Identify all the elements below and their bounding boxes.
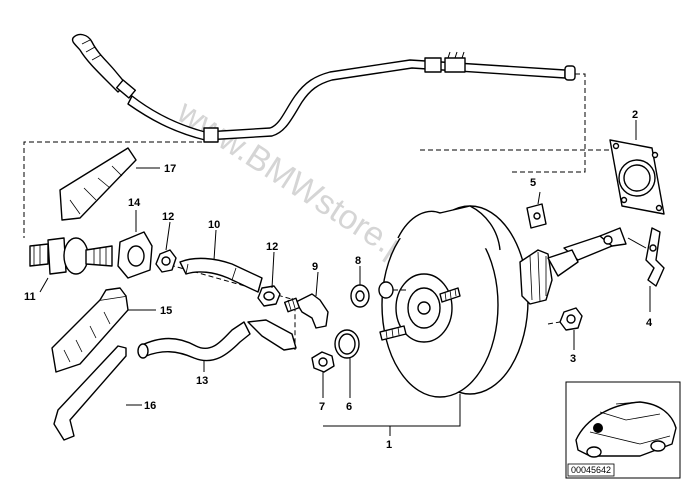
check-valve-part-11: [29, 237, 113, 275]
callout-16: 16: [144, 400, 156, 412]
strap-part-16: [53, 345, 127, 441]
clamp-part-12a: [155, 249, 177, 273]
vacuum-pipe-assembly: [71, 33, 576, 143]
callout-7: 7: [319, 401, 325, 413]
callout-10: 10: [208, 219, 220, 231]
callout-9: 9: [312, 261, 318, 273]
callout-8: 8: [355, 255, 361, 267]
push-rod-clevis: [563, 227, 647, 261]
location-marker-icon: [593, 423, 603, 433]
callout-5: 5: [530, 177, 536, 189]
callout-4: 4: [646, 317, 653, 329]
callout-14: 14: [128, 197, 141, 209]
callout-3: 3: [570, 353, 576, 365]
callout-labels: 1 2 3 4 5 6 7 8 9 10 11 12 12 13 14 15 1…: [24, 109, 653, 451]
bracket-part-17: [59, 147, 137, 221]
nut-part-7: [311, 351, 335, 373]
connection-line-left: [23, 141, 210, 238]
rubber-block-part-14: [117, 231, 153, 279]
callout-12b: 12: [266, 241, 278, 253]
connection-line-top: [510, 73, 586, 173]
callout-6: 6: [346, 401, 352, 413]
nut-part-3: [547, 307, 583, 331]
link-part-4: [645, 227, 665, 287]
callout-2: 2: [632, 109, 638, 121]
callout-17: 17: [164, 163, 176, 175]
hose-part-10: [179, 257, 263, 293]
clamp-part-12b: [257, 285, 281, 307]
callout-1: 1: [386, 439, 392, 451]
brake-booster-part-1: [379, 205, 579, 398]
document-number: 00045642: [571, 465, 611, 475]
elbow-fitting-part-9: [283, 293, 329, 329]
leader-lines: [39, 120, 651, 436]
o-ring-part-6: [334, 329, 360, 359]
clip-part-5: [526, 203, 547, 229]
callout-11: 11: [24, 291, 36, 303]
hose-part-13: [137, 319, 297, 362]
callout-13: 13: [196, 375, 208, 387]
inset-car-panel: 00045642: [565, 381, 681, 479]
watermark-text: www.BMWstore.pl: [170, 92, 423, 275]
car-location-illustration: [575, 401, 677, 458]
callout-15: 15: [160, 305, 172, 317]
callout-12a: 12: [162, 211, 174, 223]
gasket-part-2: [609, 139, 665, 215]
